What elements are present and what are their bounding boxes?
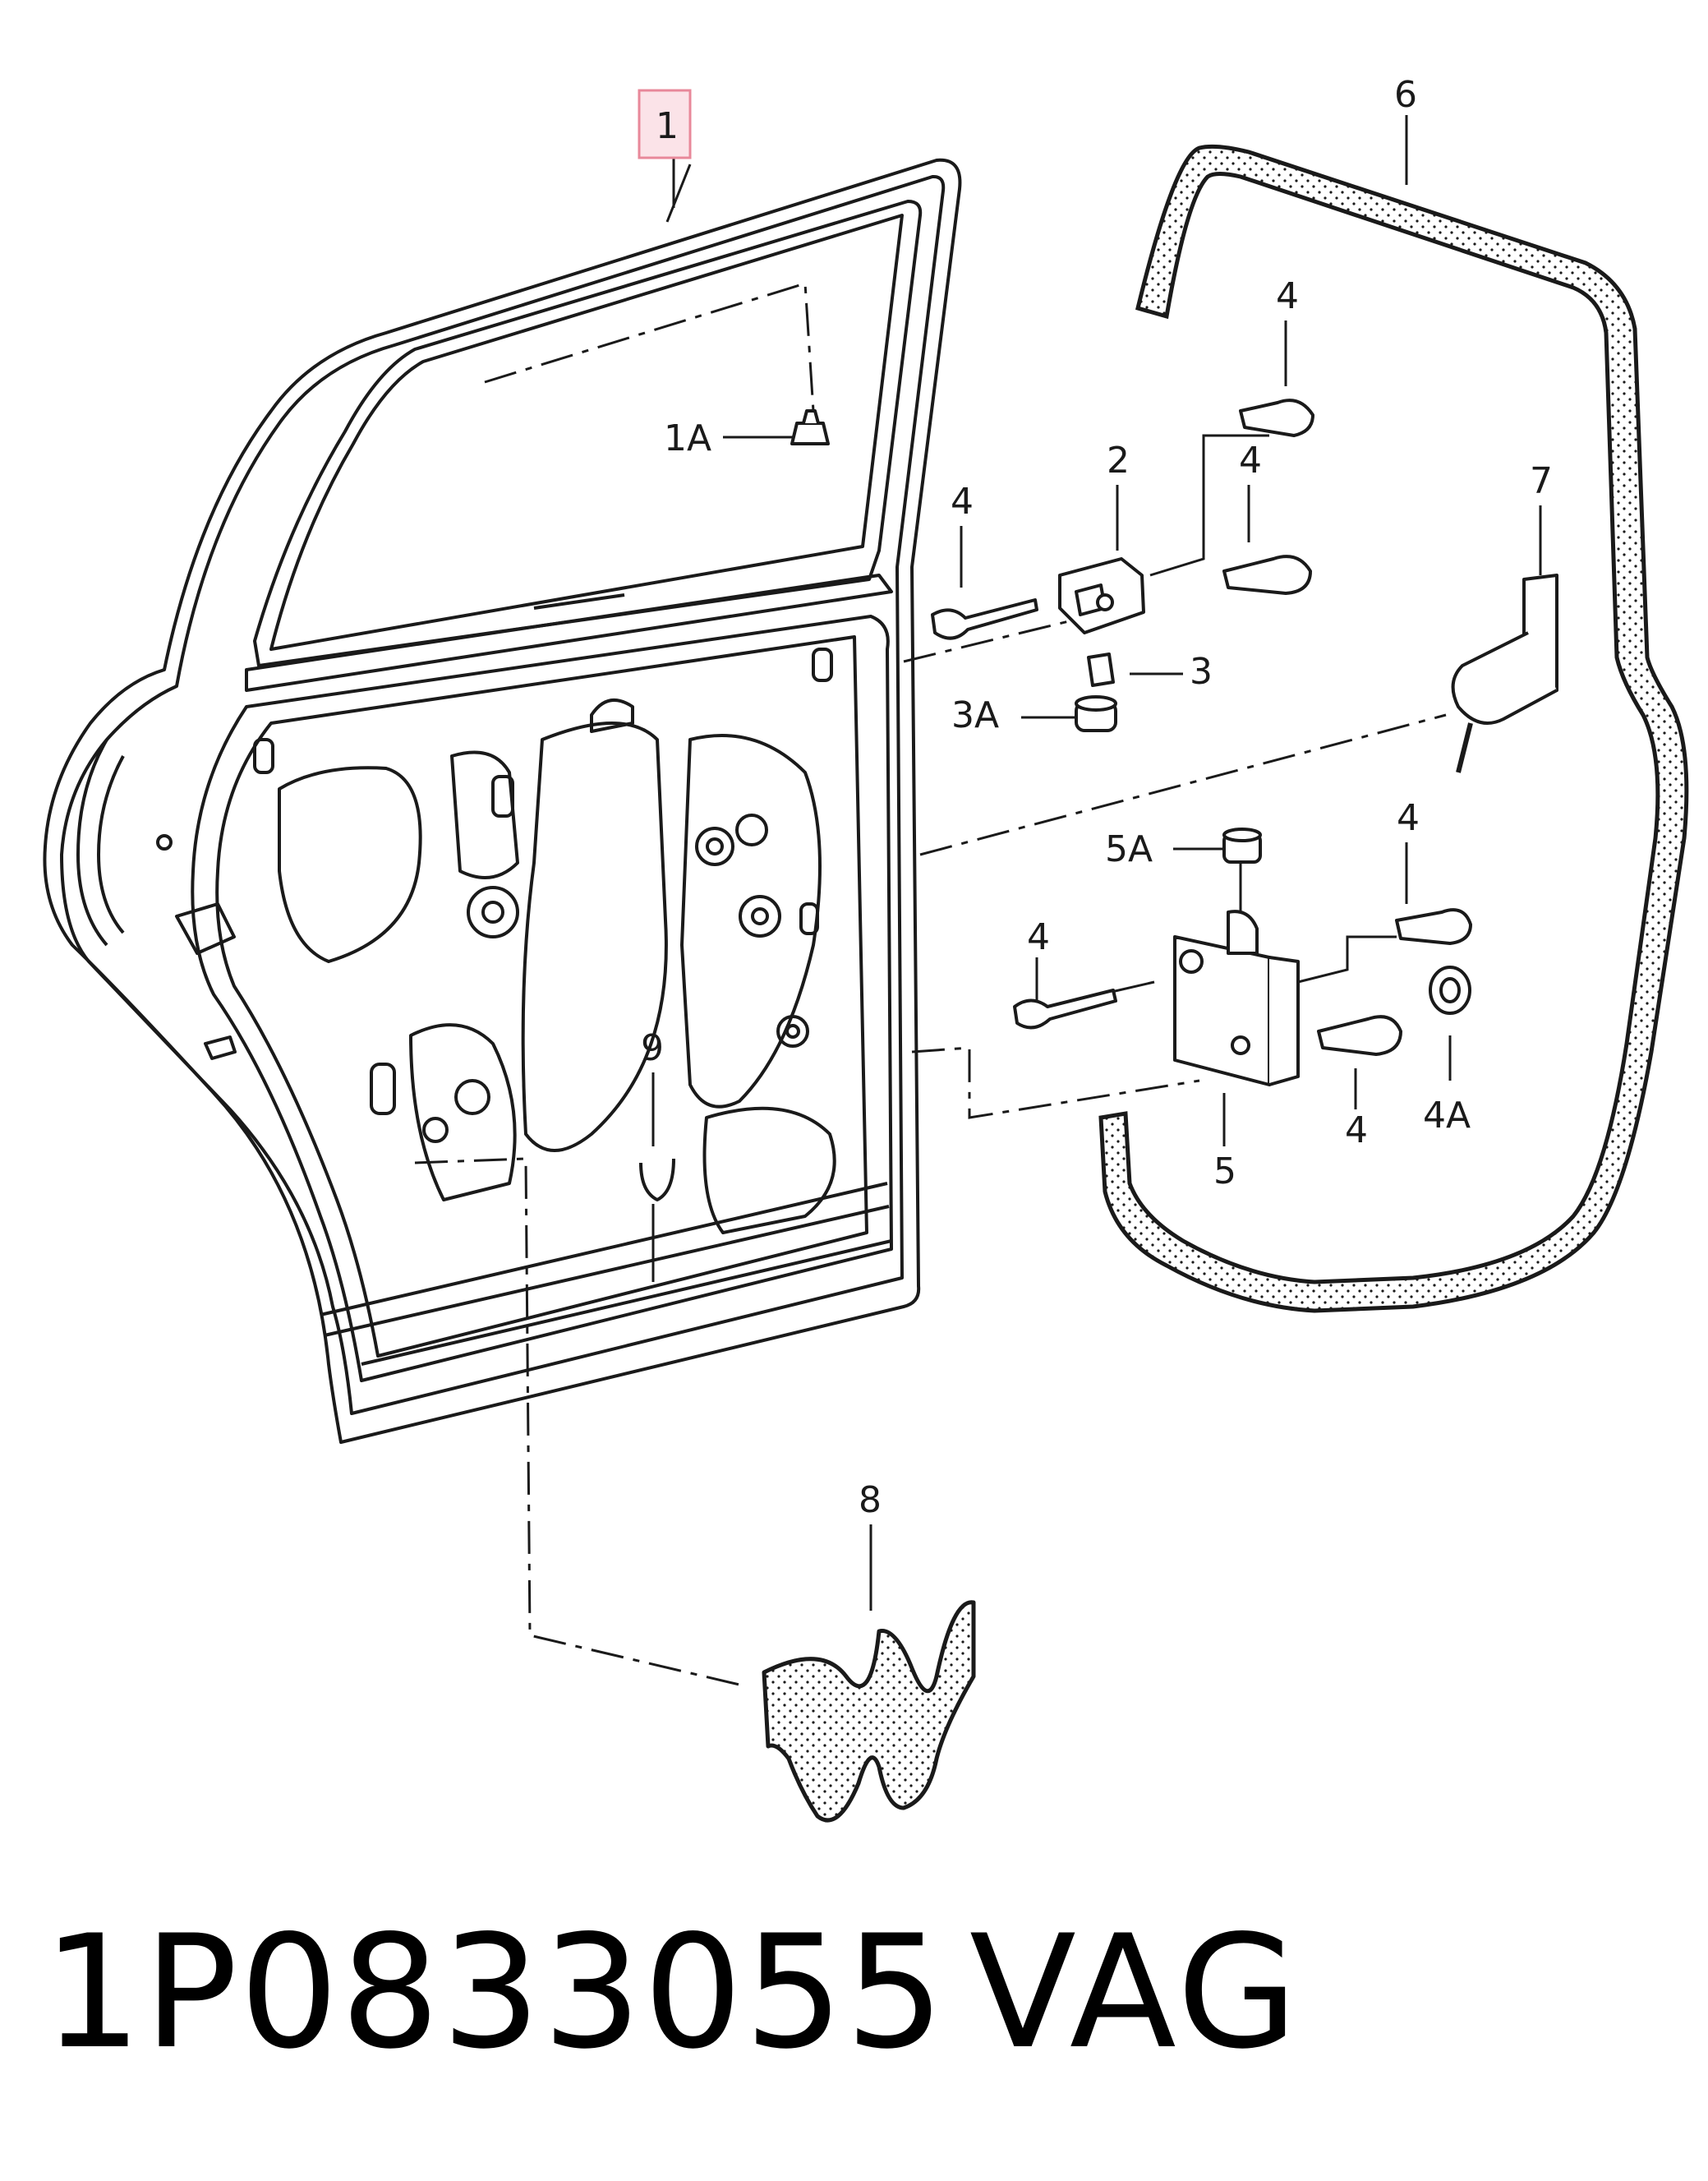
part-number: 1P0833055 (43, 1902, 946, 2083)
callout-4-lower-left: 4 (1027, 916, 1050, 958)
callout-3: 3 (1190, 651, 1213, 693)
callout-5: 5 (1213, 1150, 1236, 1192)
callout-4-top: 4 (1276, 275, 1299, 317)
callout-4a: 4A (1423, 1095, 1471, 1137)
callout-7: 7 (1530, 460, 1553, 502)
part-1-highlight-box (638, 89, 692, 159)
callout-9: 9 (641, 1027, 664, 1069)
sealing-pad (762, 1600, 976, 1823)
door-shell (43, 158, 962, 1444)
callout-8: 8 (859, 1479, 882, 1521)
callout-2: 2 (1107, 440, 1130, 482)
callout-labels: 1 1A 2 3 3A 4 4 4 4 4 4 4A 5 5A 6 7 8 9 (638, 74, 1553, 1521)
callout-1a: 1A (664, 417, 711, 459)
callout-4-mid-left: 4 (951, 481, 974, 523)
leader-lines (414, 115, 1542, 1686)
callout-1: 1 (656, 105, 679, 147)
door-seal (1098, 144, 1689, 1313)
callout-4-bottom: 4 (1345, 1109, 1368, 1151)
brand-name: VAG (969, 1902, 1301, 2083)
callout-4-mid-right: 4 (1239, 440, 1262, 482)
hinge-parts (639, 399, 1558, 1201)
callout-4-lower-right: 4 (1397, 797, 1420, 839)
callout-6: 6 (1394, 74, 1417, 116)
callout-3a: 3A (951, 694, 999, 736)
callout-5a: 5A (1105, 828, 1153, 870)
